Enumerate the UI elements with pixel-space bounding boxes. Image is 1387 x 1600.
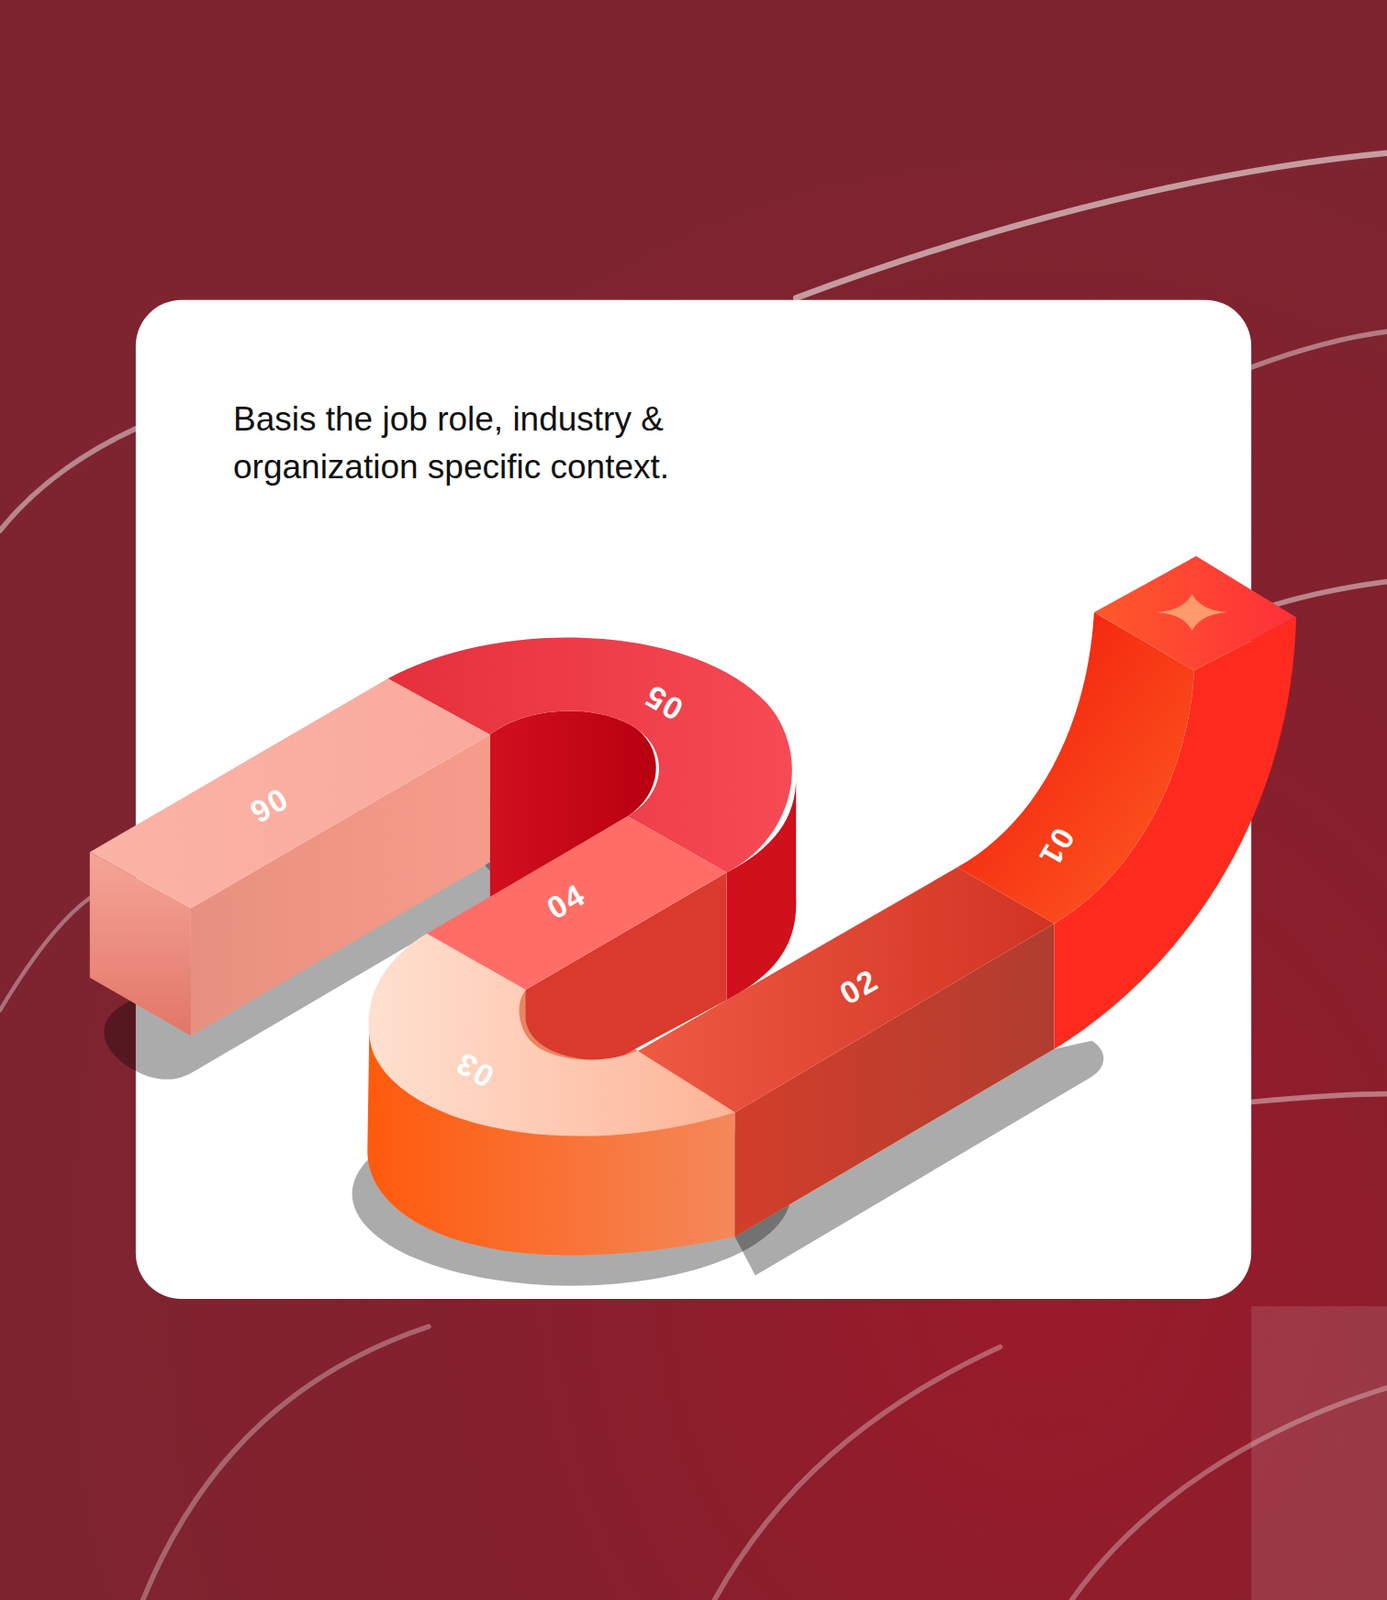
background-streaks: [0, 153, 1387, 1600]
background-haze: [1251, 1306, 1387, 1600]
shape-part: [89, 678, 491, 908]
heading: Basis the job role, industry & organizat…: [233, 395, 803, 492]
shape-part: [1251, 1094, 1387, 1103]
shape-part: [1094, 556, 1297, 672]
shape-part: [0, 897, 90, 1010]
star-symbol: [1156, 593, 1229, 631]
shape-part: [143, 1326, 429, 1600]
shape-part: [0, 428, 136, 531]
path-shape: [89, 556, 1297, 1256]
shape-part: [637, 867, 1055, 1113]
shape-part: [1251, 331, 1387, 368]
shape-part: [957, 612, 1195, 924]
shape-part: [714, 1346, 1000, 1600]
shape-part: [795, 153, 1387, 299]
